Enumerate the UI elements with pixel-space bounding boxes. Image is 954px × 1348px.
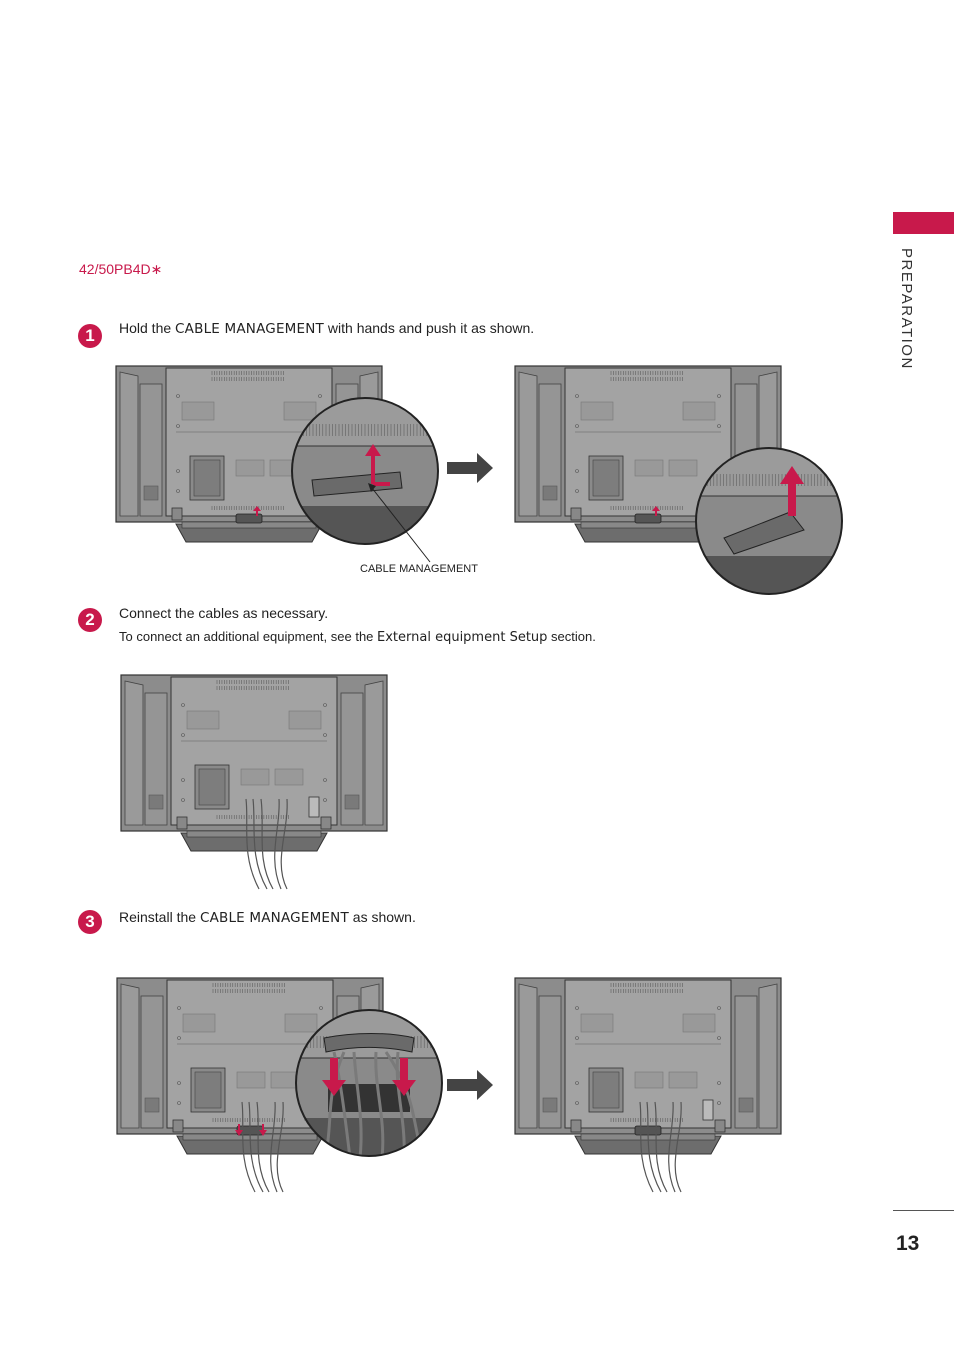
tv-back-illustration-step3-after (514, 977, 782, 1193)
step-1-text-before: Hold the (119, 320, 176, 336)
step-3-text-before: Reinstall the (119, 909, 200, 925)
zoom-cable-clip-lift (291, 397, 439, 545)
step-2-text: Connect the cables as necessary. (119, 605, 329, 621)
next-step-arrow-icon (447, 1070, 493, 1100)
step-2-sub-before: To connect an additional equipment, see … (119, 629, 378, 644)
page-number-rule (893, 1210, 954, 1211)
step-1-emphasis: CABLE MANAGEMENT (175, 321, 325, 337)
step-2-number: 2 (78, 608, 102, 632)
step-1-number: 1 (78, 324, 102, 348)
step-1-text: Hold the CABLE MANAGEMENT with hands and… (119, 320, 534, 337)
step-2-subtext: To connect an additional equipment, see … (119, 629, 596, 645)
cable-management-callout-label: CABLE MANAGEMENT (360, 563, 478, 575)
zoom-cable-clip-removed (695, 447, 843, 595)
step-3-text: Reinstall the CABLE MANAGEMENT as shown. (119, 909, 416, 926)
model-label: 42/50PB4D∗ (79, 261, 163, 277)
step-3-number: 3 (78, 910, 102, 934)
section-label: PREPARATION (898, 248, 915, 370)
section-tab-marker (893, 212, 954, 234)
next-step-arrow-icon (447, 453, 493, 483)
step-3-text-after: as shown. (348, 909, 416, 925)
zoom-cable-clip-reinstall (295, 1009, 443, 1157)
step-3-emphasis: CABLE MANAGEMENT (199, 910, 349, 926)
tv-back-illustration-step2 (120, 674, 388, 890)
step-1-text-after: with hands and push it as shown. (324, 320, 535, 336)
step-2-sub-emphasis: External equipment Setup (377, 630, 548, 645)
page-number: 13 (896, 1232, 920, 1255)
step-2-sub-after: section. (547, 629, 596, 644)
